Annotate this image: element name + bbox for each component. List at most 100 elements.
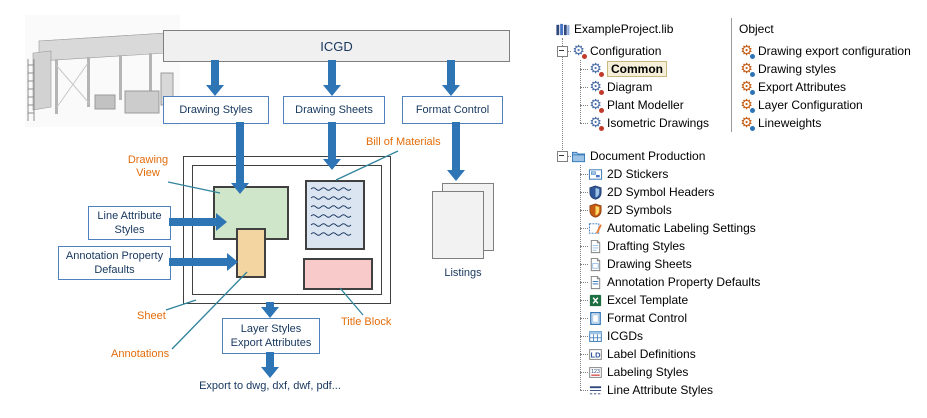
tree-item-label: Line Attribute Styles — [607, 383, 714, 397]
arrow-icgd-to-format-control — [442, 60, 460, 96]
svg-text:123: 123 — [591, 368, 600, 374]
tree-root-label: ExampleProject.lib — [574, 22, 674, 36]
tree-item-configuration[interactable]: ⚙ Configuration — [571, 42, 661, 60]
annotation-property-defaults-box: Annotation Property Defaults — [58, 246, 171, 280]
annotations-shape — [236, 228, 266, 278]
tree-item-annotation-property-defaults[interactable]: Annotation Property Defaults — [588, 273, 760, 291]
tree-item-label: Document Production — [590, 149, 706, 163]
gear-icon: ⚙ — [589, 78, 604, 95]
object-column-header: Object — [739, 22, 774, 36]
tree-line — [580, 165, 581, 390]
tree-line — [580, 372, 588, 373]
sheet-inner-border — [192, 165, 382, 295]
object-item-drawing-export-configuration[interactable]: ⚙ Drawing export configuration — [739, 42, 911, 60]
plant-3d-render — [25, 15, 180, 127]
arrow-icgd-to-drawing-sheets — [323, 60, 341, 96]
tree-item-format-control[interactable]: Format Control — [588, 309, 687, 327]
tree-item-label: ICGDs — [607, 329, 643, 343]
gear-icon: ⚙ — [572, 42, 587, 59]
listings-caption: Listings — [444, 267, 482, 279]
folder-icon — [571, 151, 586, 162]
object-item-drawing-styles[interactable]: ⚙ Drawing styles — [739, 60, 836, 78]
tree-item-label: 2D Symbols — [607, 203, 672, 217]
line-attribute-styles-label: Line Attribute Styles — [97, 209, 162, 236]
collapse-toggle-configuration[interactable] — [557, 46, 568, 57]
tree-line — [580, 282, 588, 283]
arrow-line-attribute-styles-to-sheet — [169, 213, 227, 231]
object-item-export-attributes[interactable]: ⚙ Export Attributes — [739, 78, 846, 96]
shield-orange-icon — [589, 203, 602, 218]
annotation-property-defaults-label: Annotation Property Defaults — [65, 249, 164, 276]
arrow-drawing-sheets-to-sheet — [323, 122, 341, 170]
tree-item-label: Format Control — [607, 311, 688, 325]
bill-of-materials-shape — [305, 180, 365, 250]
tree-line — [580, 210, 588, 211]
tree-item-automatic-labeling-settings[interactable]: Automatic Labeling Settings — [588, 219, 756, 237]
tree-line — [580, 105, 588, 106]
svg-text:LD: LD — [591, 350, 602, 359]
gear-icon: ⚙ — [589, 60, 604, 77]
tree-item-2d-stickers[interactable]: 2D Stickers — [588, 165, 668, 183]
tree-line — [580, 336, 588, 337]
tree-item-2d-symbol-headers[interactable]: 2D Symbol Headers — [588, 183, 714, 201]
labeling-settings-icon — [588, 222, 602, 234]
gear-icon: ⚙ — [589, 114, 604, 131]
numbers-icon: 123 — [589, 366, 602, 378]
object-item-label: Export Attributes — [758, 80, 847, 94]
tree-line — [580, 60, 581, 123]
tree-root-exampleproject[interactable]: ExampleProject.lib — [555, 20, 673, 38]
object-item-label: Drawing export configuration — [758, 44, 911, 58]
gear-icon: ⚙ — [740, 60, 755, 77]
bill-of-materials-callout: Bill of Materials — [366, 136, 441, 148]
collapse-toggle-document-production[interactable] — [557, 151, 568, 162]
format-control-label: Format Control — [415, 103, 490, 116]
title-block-callout: Title Block — [341, 316, 392, 328]
tree-line — [580, 87, 588, 88]
tree-line — [580, 192, 588, 193]
tree-item-diagram[interactable]: ⚙ Diagram — [588, 78, 652, 96]
object-item-lineweights[interactable]: ⚙ Lineweights — [739, 114, 821, 132]
layer-styles-export-attributes-label: Layer Styles Export Attributes — [230, 322, 312, 349]
excel-icon — [589, 294, 602, 306]
tree-item-label: Drafting Styles — [607, 239, 686, 253]
gear-icon: ⚙ — [740, 78, 755, 95]
icgd-box: ICGD — [163, 30, 510, 62]
tree-item-document-production[interactable]: Document Production — [571, 147, 705, 165]
tree-line — [580, 318, 588, 319]
bom-text-squiggles — [310, 187, 352, 236]
tree-item-isometric-drawings[interactable]: ⚙ Isometric Drawings — [588, 114, 709, 132]
tree-item-icgds[interactable]: ICGDs — [588, 327, 643, 345]
table-icon — [589, 330, 602, 342]
tree-item-label: Plant Modeller — [607, 98, 684, 112]
tree-item-label-definitions[interactable]: LD Label Definitions — [588, 345, 696, 363]
object-item-label: Layer Configuration — [758, 98, 863, 112]
tree-item-label: Excel Template — [607, 293, 689, 307]
tree-item-plant-modeller[interactable]: ⚙ Plant Modeller — [588, 96, 684, 114]
annotations-callout: Annotations — [111, 348, 170, 360]
tree-line — [580, 69, 588, 70]
object-item-layer-configuration[interactable]: ⚙ Layer Configuration — [739, 96, 863, 114]
tree-item-common[interactable]: ⚙ Common — [588, 60, 667, 78]
tree-item-labeling-styles[interactable]: 123 Labeling Styles — [588, 363, 688, 381]
tree-line — [580, 390, 588, 391]
arrow-sheet-to-layer-styles — [261, 302, 279, 318]
tree-item-drawing-sheets[interactable]: Drawing Sheets — [588, 255, 692, 273]
page-icon — [590, 257, 601, 271]
tree-item-line-attribute-styles[interactable]: Line Attribute Styles — [588, 381, 713, 399]
stickers-icon — [588, 168, 603, 180]
arrow-icgd-to-drawing-styles — [206, 60, 224, 96]
layer-styles-export-attributes-box: Layer Styles Export Attributes — [222, 318, 320, 354]
icgd-label: ICGD — [320, 38, 353, 54]
tree-item-label-selected: Common — [607, 61, 667, 77]
tree-item-drafting-styles[interactable]: Drafting Styles — [588, 237, 685, 255]
tree-line — [580, 228, 588, 229]
tree-item-label: 2D Stickers — [607, 167, 669, 181]
tree-item-2d-symbols[interactable]: 2D Symbols — [588, 201, 672, 219]
line-attribute-styles-box: Line Attribute Styles — [88, 206, 171, 240]
page-icon — [590, 239, 601, 253]
sheet-callout: Sheet — [137, 310, 166, 322]
tree-item-excel-template[interactable]: Excel Template — [588, 291, 688, 309]
tree-line — [580, 264, 588, 265]
framed-sheet-icon — [590, 311, 601, 325]
